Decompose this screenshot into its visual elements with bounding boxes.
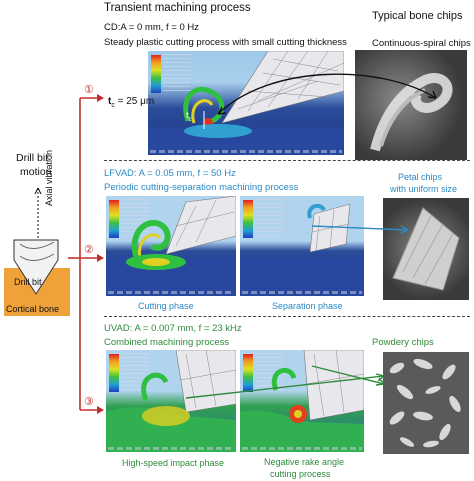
row1-legend-values [163,54,191,92]
row1-simulation-image [148,51,344,155]
row1-process: Steady plastic cutting process with smal… [104,37,347,48]
row2a-sim-drawing [106,196,236,296]
row2-cutting-simulation [106,196,236,296]
marker-2: ② [84,244,94,256]
cortical-bone-label: Cortical bone [6,304,60,314]
spiral-chip-shape [370,73,453,152]
marker-1: ① [84,84,94,96]
row3-params: UVAD: A = 0.007 mm, f = 23 kHz [104,323,242,334]
row1-params: CD:A = 0 mm, f = 0 Hz [104,22,200,33]
row2-separation-simulation [240,196,364,296]
drill-bit-label: Drill bit [14,277,42,287]
header-title: Transient machining process [104,2,251,14]
inset-t-sub: c [188,116,192,123]
row2a-sim-footer [108,291,234,294]
row2-phase1-label: Cutting phase [138,301,194,311]
thickness-value: = 25 μm [117,96,155,107]
inset-t: t [186,110,189,120]
row2-phase2-label: Separation phase [272,301,343,311]
row3-impact-simulation [106,350,236,452]
row3-link-arrows [185,365,385,399]
left-title-2: motion [20,166,52,178]
thickness-subscript: c [111,102,115,109]
petal-chip-shape [392,207,460,291]
row3b-sim-footer [242,447,362,450]
row1-chip-label: Continuous-spiral chips [372,38,471,49]
marker-3: ③ [84,396,94,408]
row3-negative-rake-simulation [240,350,364,452]
row2-chip-label-1: Petal chips [398,172,443,182]
row2b-legend [243,200,253,238]
row2b-sim-footer [242,291,362,294]
row1-chip-photo [355,50,467,160]
row2a-legend-values [121,199,149,237]
row2b-sim-drawing [240,203,364,296]
row1-inset-t-label: tc [186,110,192,123]
divider-1 [104,160,470,161]
row2-chip-photo [383,198,469,300]
row3-phase2-line2: cutting process [270,469,331,479]
drill-illustration [4,187,70,316]
row2-params: LFVAD: A = 0.05 mm, f = 50 Hz [104,168,236,179]
row3-phase2-line1: Negative rake angle [264,457,345,467]
left-title-1: Drill bit [16,152,49,164]
row3-chip-photo [383,352,469,454]
row2-process: Periodic cutting-separation machining pr… [104,182,299,193]
divider-2 [104,316,470,317]
thickness-symbol: t [108,96,112,107]
row3-process: Combined machining process [104,337,230,348]
row1-sim-footer [150,150,342,153]
row1-thickness-label: tc = 25 μm [108,96,154,109]
row3a-legend [109,354,119,392]
row3a-sim-drawing [106,350,236,452]
row3b-legend [243,354,253,392]
row2-link-arrow [311,225,409,234]
powdery-chip-shapes [389,358,461,448]
row1-contour-legend [151,55,161,93]
row3-chip-label: Powdery chips [372,337,434,348]
bone-chips-title: Typical bone chips [372,10,463,22]
row2a-legend [109,200,119,238]
row2-chip-label-2: with uniform size [390,184,458,194]
row3a-sim-footer [108,447,234,450]
row1-link-arrow [217,73,437,115]
branch-arrows [68,94,104,414]
row2b-legend-values [255,199,283,237]
row3-phase1-label: High-speed impact phase [122,458,225,468]
